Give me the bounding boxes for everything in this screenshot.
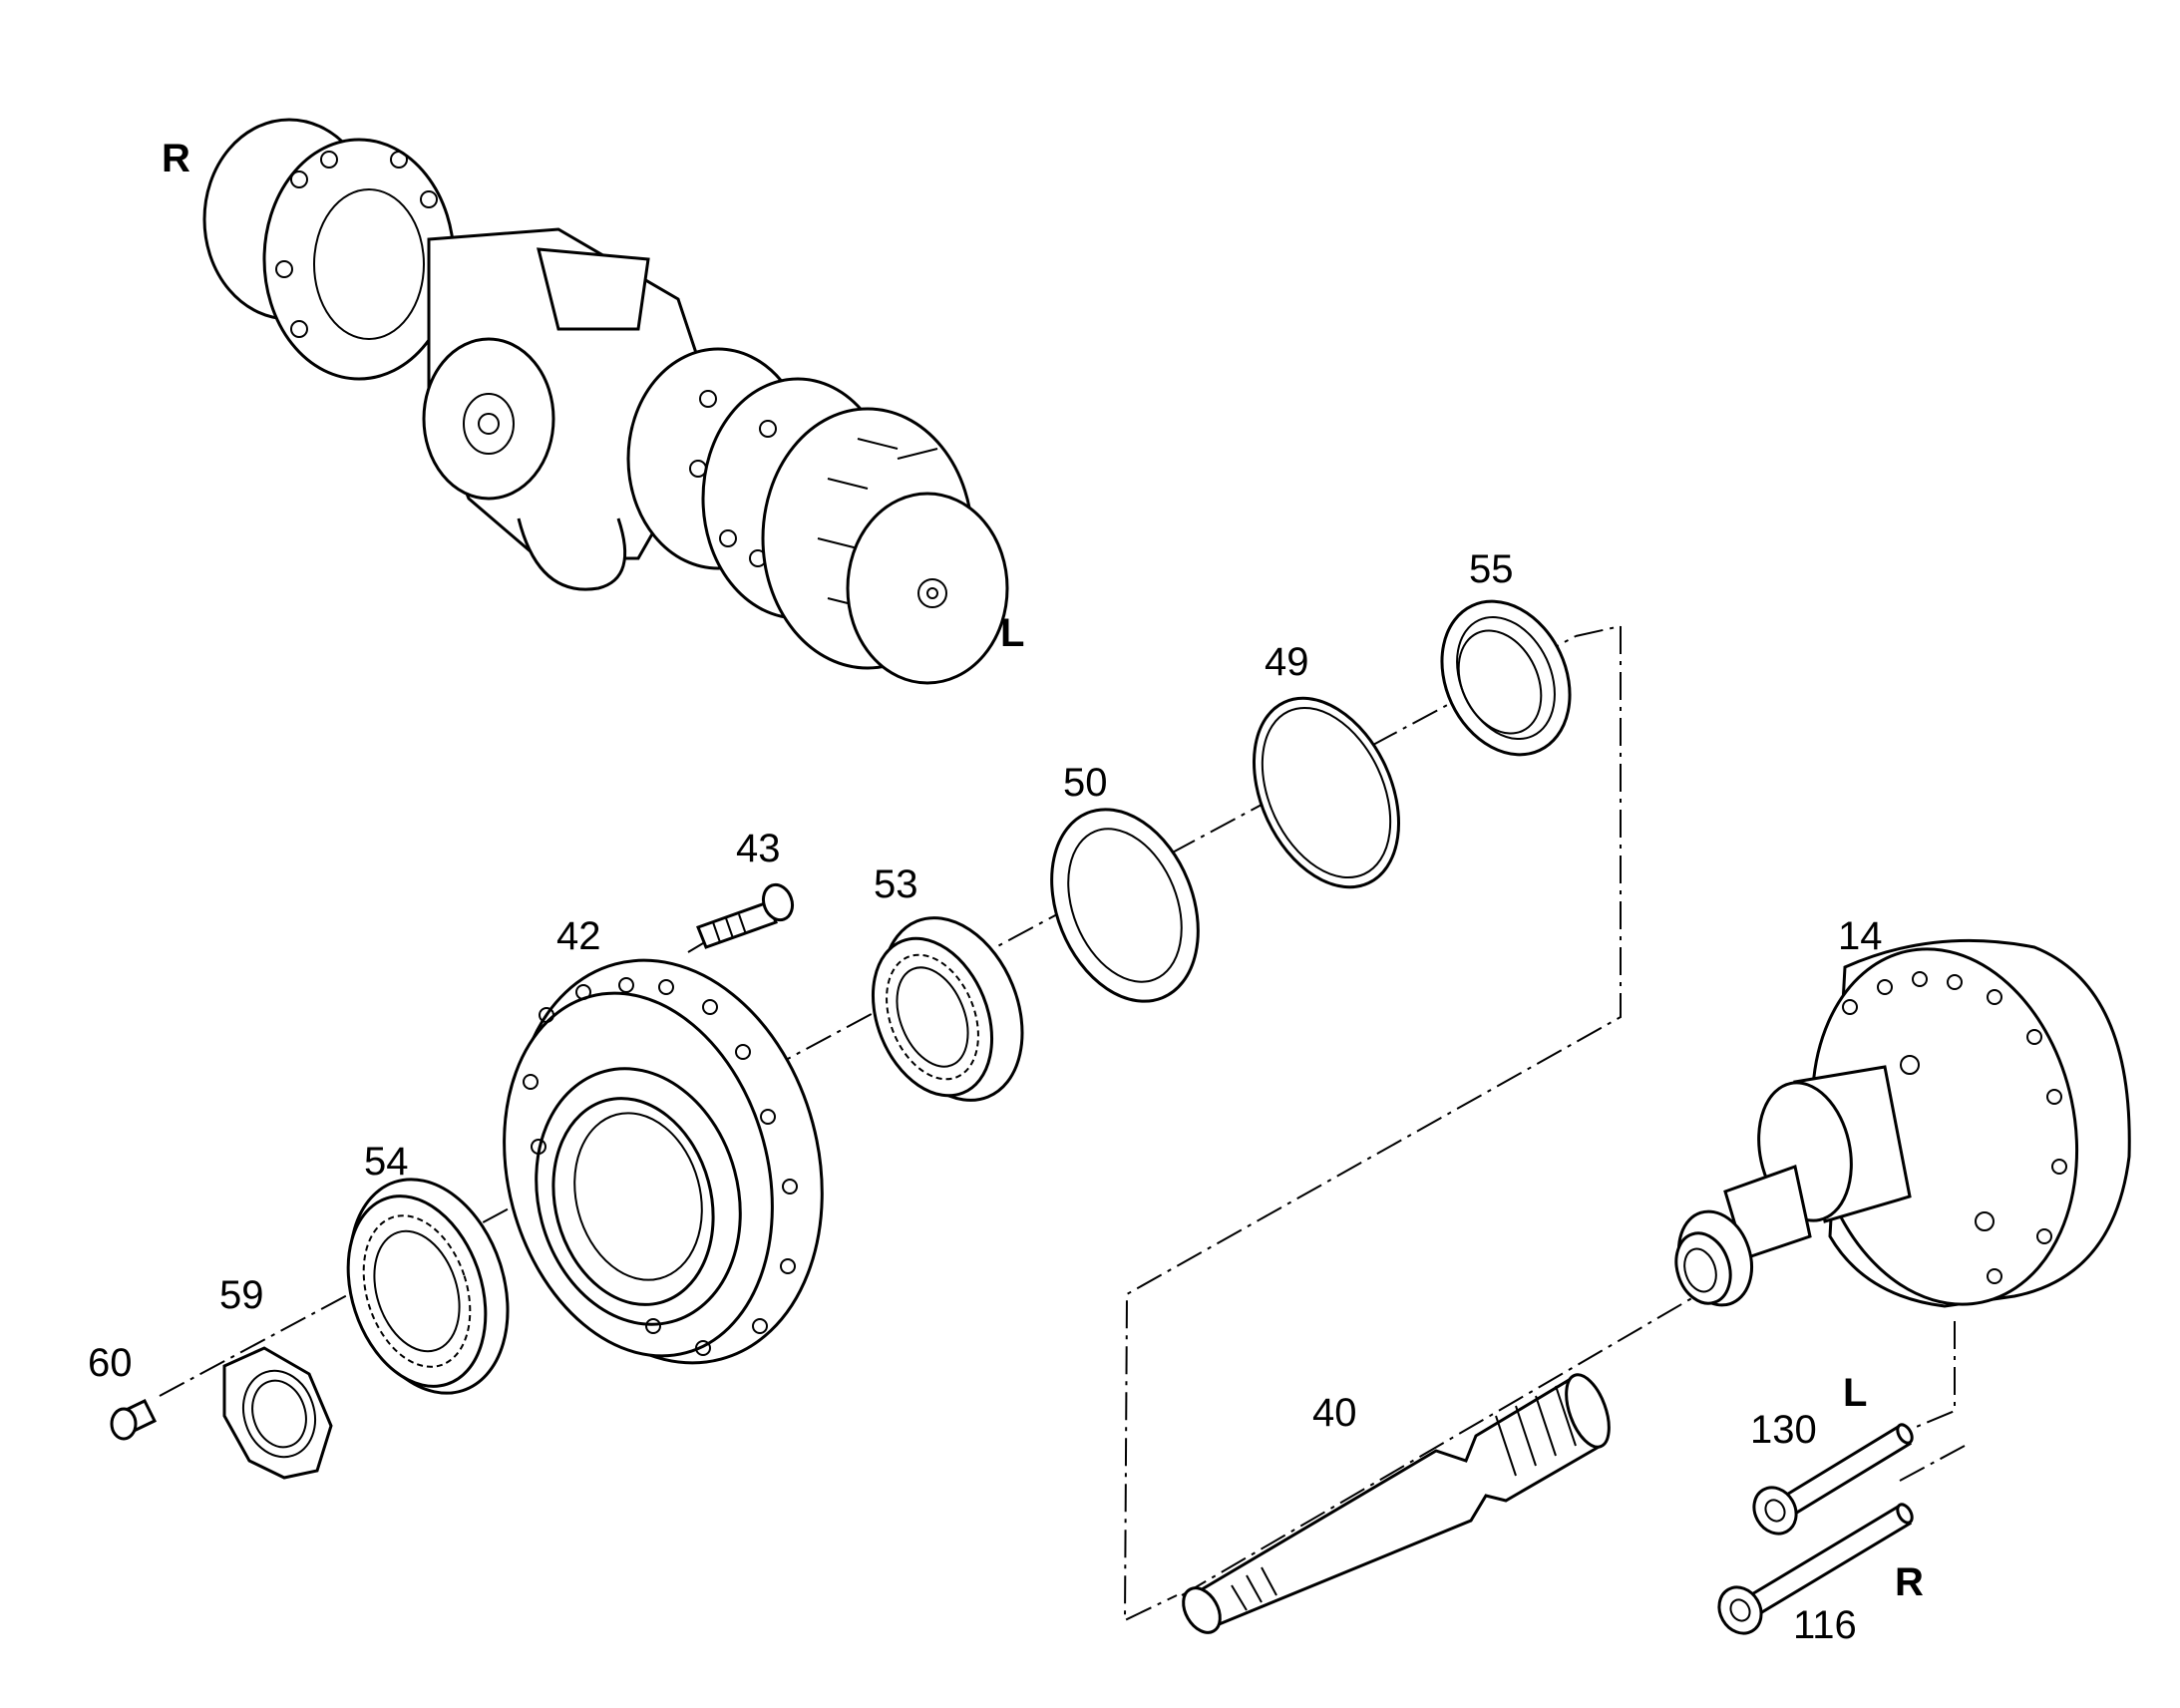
label-part-53: 53 <box>874 862 918 906</box>
label-screw-left: L <box>1843 1371 1867 1415</box>
part-55-seal <box>1440 599 1572 757</box>
part-49-ring <box>1252 696 1401 889</box>
label-part-130: 130 <box>1750 1408 1817 1452</box>
part-59-lock-nut <box>222 1346 333 1480</box>
part-50-spacer <box>1050 808 1200 1003</box>
label-screw-right: R <box>1895 1560 1924 1604</box>
axle-assembly-overview <box>202 118 1009 685</box>
part-40-drive-shaft <box>1182 1373 1611 1634</box>
part-43-stud <box>696 882 795 949</box>
part-54-tapered-bearing <box>346 1178 510 1395</box>
label-part-50: 50 <box>1063 761 1108 805</box>
label-part-59: 59 <box>219 1273 264 1317</box>
part-60-screw <box>110 1399 158 1441</box>
part-116-screw <box>1717 1503 1914 1635</box>
part-42-wheel-hub <box>503 958 824 1365</box>
label-part-55: 55 <box>1469 547 1514 591</box>
label-part-60: 60 <box>88 1341 133 1385</box>
part-130-screw <box>1752 1423 1914 1536</box>
part-14-hub-housing <box>1674 938 2131 1308</box>
assembly-axis-lines <box>159 625 1966 1622</box>
label-part-54: 54 <box>364 1140 409 1184</box>
label-part-49: 49 <box>1265 640 1309 684</box>
label-part-40: 40 <box>1312 1391 1357 1435</box>
part-53-bearing <box>871 916 1024 1102</box>
label-assembly-right: R <box>162 137 190 180</box>
label-part-116: 116 <box>1793 1603 1857 1647</box>
label-assembly-left: L <box>1000 611 1024 655</box>
label-part-43: 43 <box>736 827 781 870</box>
label-part-42: 42 <box>556 914 601 958</box>
label-part-14: 14 <box>1838 914 1883 958</box>
